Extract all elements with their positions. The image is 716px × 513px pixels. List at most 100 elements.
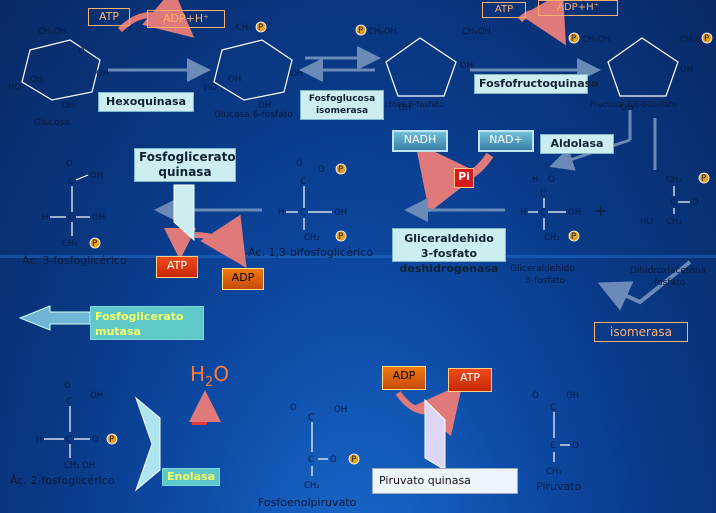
label-gliceraldehido-2: 3-fosfato [525, 276, 566, 286]
svg-text:O: O [92, 435, 99, 445]
svg-text:OH: OH [82, 461, 95, 471]
piruvato-structure: O OH C C O CH₃ [532, 391, 579, 477]
svg-text:OH: OH [62, 101, 75, 111]
label-ac-1-3-bifosfoglicerico: Ác. 1,3-bifosfoglicérico [248, 246, 374, 259]
label-fosfoenolpiruvato: Fosfoenolpiruvato [258, 496, 357, 509]
cofactor-nad: NAD+ [478, 130, 534, 152]
svg-text:CH₂OH: CH₂OH [582, 35, 611, 45]
svg-text:CH₂: CH₂ [304, 481, 320, 491]
glucosa-6-fosfato-structure: CH₂ P HO OH OH OH [204, 21, 303, 111]
arrow-mutasa [18, 305, 91, 331]
svg-text:OH: OH [334, 405, 347, 415]
label-ac-2-fosfoglicerico: Ác. 2-fosfoglicérico [10, 474, 115, 487]
cofactor-atp-1: ATP [88, 8, 130, 26]
ac-3-fosfoglicerico-structure: O OH C H C OH CH₂ P [42, 159, 105, 249]
svg-text:O: O [548, 175, 555, 185]
label-gliceraldehido-1: Gliceraldehido [510, 264, 575, 274]
bg-streak [0, 255, 716, 258]
svg-text:H: H [278, 208, 284, 218]
label-fructosa-1-6-bifosfato: Fructosa 1,6-bifosfato [590, 100, 677, 109]
cofactor-adp-3: ADP [222, 268, 264, 290]
svg-text:H: H [520, 208, 526, 218]
label-ac-3-fosfoglicerico: Ác. 3-fosfoglicérico [22, 254, 127, 267]
enzyme-fosfoglicerato-mutasa: Fosfoglicerato mutasa [90, 306, 204, 340]
svg-text:HO: HO [640, 217, 653, 227]
svg-text:CH₂: CH₂ [304, 233, 320, 243]
svg-text:C: C [300, 177, 306, 187]
enzyme-gapdh-line-2: deshidrogenasa [399, 262, 499, 275]
svg-text:OH: OH [568, 208, 581, 218]
svg-text:OH: OH [334, 208, 347, 218]
water-label: H2O [190, 362, 230, 390]
pk-shape [424, 398, 446, 471]
svg-text:C: C [66, 397, 72, 407]
label-dihidroxiacetona-2: fosfato [654, 278, 686, 288]
svg-text:CH₃: CH₃ [546, 467, 562, 477]
svg-text:H: H [42, 213, 48, 223]
svg-text:P: P [704, 34, 709, 44]
cofactor-nadh: NADH [392, 130, 448, 152]
curve-adp-atp-pgk [194, 214, 247, 269]
svg-text:OH: OH [290, 69, 303, 79]
svg-text:OH: OH [460, 61, 473, 71]
svg-text:P: P [351, 455, 356, 465]
svg-text:OH: OH [30, 75, 43, 85]
enzyme-aldolasa: Aldolasa [540, 134, 614, 154]
svg-text:P: P [109, 435, 114, 445]
svg-text:O: O [290, 403, 297, 413]
svg-text:C: C [308, 455, 314, 465]
svg-text:CH₂OH: CH₂OH [680, 35, 709, 45]
cofactor-adp-4: ADP [382, 366, 426, 390]
svg-text:P: P [258, 23, 263, 33]
glucosa-structure: CH₂OH HO OH OH OH O [8, 27, 109, 111]
svg-text:CH₂: CH₂ [544, 233, 560, 243]
svg-text:H: H [36, 435, 42, 445]
svg-text:O: O [296, 159, 303, 169]
ac-2-fosfoglicerico-structure: O OH C H C O P CH₂ OH [36, 381, 118, 471]
svg-text:OH: OH [566, 391, 579, 401]
svg-text:C: C [550, 403, 556, 413]
svg-text:O: O [78, 47, 85, 57]
cofactor-pi: Pi [454, 168, 474, 188]
label-dihidroxiacetona-1: Dihidroxiacetona [630, 266, 707, 276]
svg-text:O: O [330, 455, 337, 465]
dihidroxiacetona-fosfato-structure: CH₂ P C O HO CH₂ [640, 172, 710, 227]
gliceraldehido-3-fosfato-structure: H O C H C OH CH₂ P [520, 175, 581, 243]
svg-text:CH₂: CH₂ [236, 23, 252, 33]
curve-atp-pfk [517, 0, 566, 46]
label-glucosa-6-fosfato: Glucosa 6-fosfato [214, 110, 293, 120]
svg-text:CH₂OH: CH₂OH [368, 27, 397, 37]
svg-text:P: P [571, 232, 576, 242]
fructosa-6-fosfato-structure: P CH₂OH CH₂OH OH OH [355, 24, 491, 113]
svg-text:HO: HO [204, 83, 217, 93]
cofactor-atp-2: ATP [482, 2, 526, 18]
enzyme-hexoquinasa: Hexoquinasa [98, 92, 194, 112]
enzyme-gliceraldehido-deshidrogenasa: Gliceraldehido 3-fosfato deshidrogenasa [392, 228, 506, 275]
svg-text:O: O [572, 441, 579, 451]
svg-text:O: O [532, 391, 539, 401]
enolasa-shape [134, 396, 161, 492]
svg-text:CH₂OH: CH₂OH [462, 27, 491, 37]
svg-text:OH: OH [90, 391, 103, 401]
cofactor-adp-h-2: ADP+H⁺ [538, 0, 618, 16]
svg-text:OH: OH [228, 75, 241, 85]
cofactor-atp-4: ATP [448, 368, 492, 392]
svg-text:H: H [532, 175, 538, 185]
enzyme-fosfofructoquinasa: Fosfofructoquinasa [474, 74, 599, 94]
svg-text:C: C [66, 435, 72, 445]
svg-text:CH₂: CH₂ [64, 461, 80, 471]
svg-text:OH: OH [620, 103, 633, 113]
svg-text:CH₂OH: CH₂OH [38, 27, 67, 37]
svg-text:C: C [670, 198, 676, 208]
svg-text:CH₂: CH₂ [666, 217, 682, 227]
svg-text:OH: OH [680, 65, 693, 75]
svg-text:C: C [540, 189, 546, 199]
svg-text:C: C [300, 208, 306, 218]
svg-text:O: O [66, 159, 73, 169]
svg-text:OH: OH [90, 171, 103, 181]
svg-text:P: P [92, 239, 97, 249]
enzyme-fosfoglicerato-quinasa: Fosfoglicerato quinasa [134, 148, 236, 182]
cofactor-atp-3: ATP [156, 256, 198, 278]
